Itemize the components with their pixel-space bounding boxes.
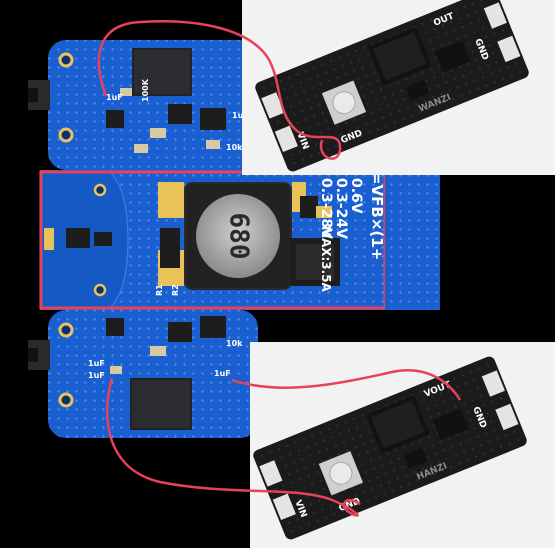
module-top-button	[332, 91, 356, 115]
silk-r1: R1	[155, 284, 164, 296]
silk-100k-top: 100K	[141, 78, 150, 102]
silk-1uf-top: 1uF	[106, 93, 123, 102]
silk-1uf-bottom-b: 1uF	[88, 371, 105, 380]
silk-1uf-bottom-right: 1uF	[214, 369, 231, 378]
silk-1uf-top-right: 1uF	[232, 111, 249, 120]
spec-in-range: 0.3-24V	[333, 178, 349, 239]
annotation-curve-top	[97, 20, 342, 160]
spec-max-current: MAX:3.5A	[319, 226, 333, 293]
silk-10k-bottom: 10k	[226, 339, 243, 348]
formula-text: =VFB×(1+	[368, 172, 386, 260]
pcb-top-section: 1uF 100K 1uF 10k	[28, 40, 258, 170]
silk-r2: R2	[171, 284, 180, 296]
inductor-marking: 680	[224, 213, 254, 260]
silk-10k-top: 10k	[226, 143, 243, 152]
spec-out-range: 0.3-28V	[318, 178, 334, 239]
module-top: VIN GND GND OUT WANZI	[255, 0, 529, 172]
pcb-bottom-section: 1uF 1uF 10k 1uF	[28, 310, 258, 438]
annotation-curve-bottom-right	[231, 369, 462, 401]
inductor-core	[196, 194, 280, 278]
silk-1uf-bottom-a: 1uF	[88, 359, 105, 368]
module-bottom-button	[329, 461, 353, 485]
annotation-curve-bottom	[105, 377, 361, 517]
spec-fb-voltage: 0.6V	[348, 178, 364, 214]
module-bottom: VIN GND GND VOUT HANZI	[253, 356, 527, 540]
pcb-middle-section: 680 0.6V 0.3-24V 0.3-28V MAX:3.5A =VFB×(…	[39, 170, 440, 310]
